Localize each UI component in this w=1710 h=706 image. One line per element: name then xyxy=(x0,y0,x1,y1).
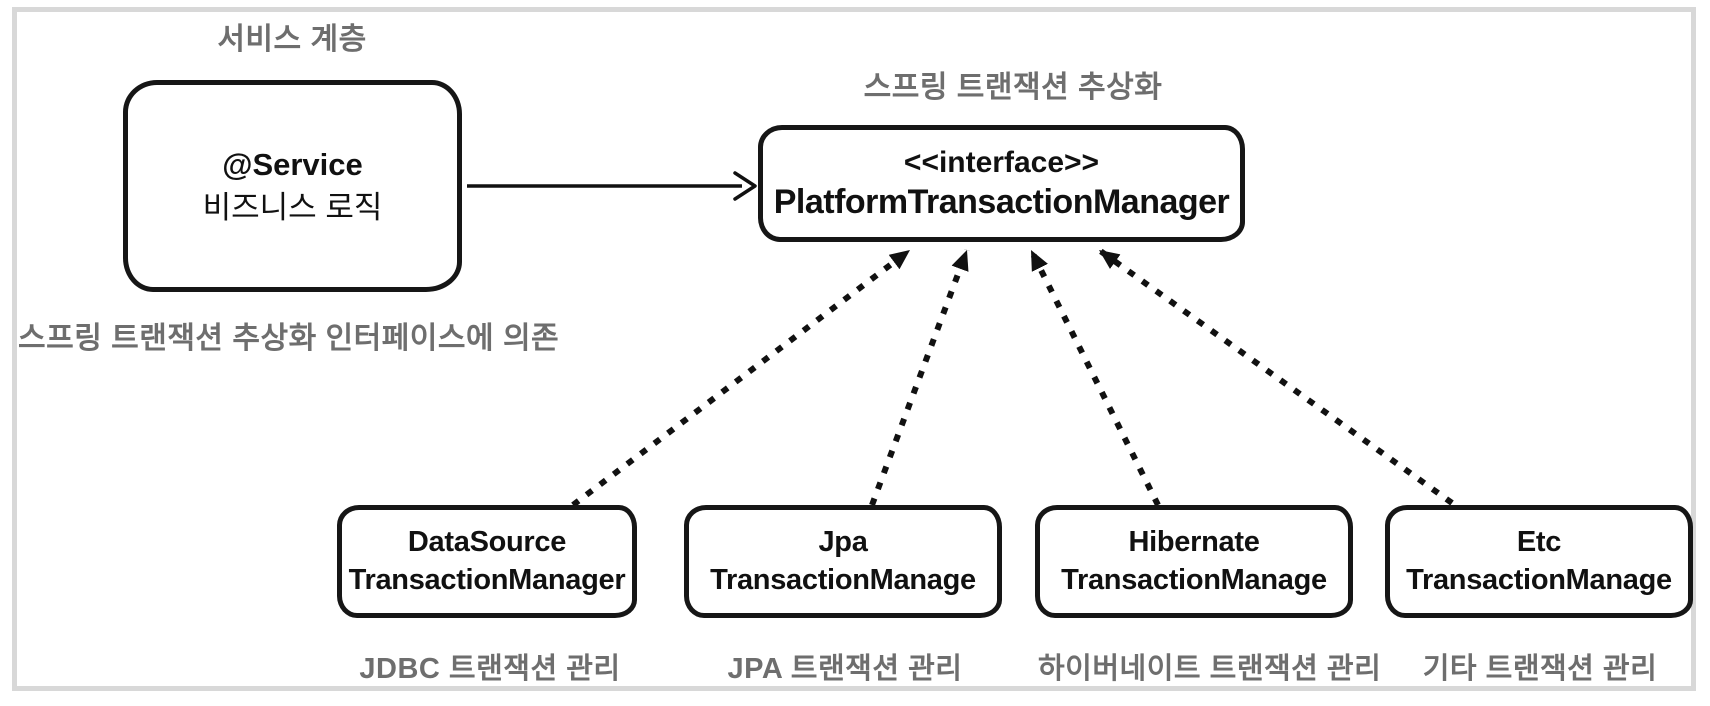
service-box-description: 비즈니스 로직 xyxy=(202,190,383,225)
etc-caption: 기타 트랜잭션 관리 xyxy=(1422,653,1658,685)
etc-transaction-manager-box: Etc TransactionManage xyxy=(1385,505,1693,618)
interface-stereotype: <<interface>> xyxy=(903,145,1100,179)
hibernate-caption: 하이버네이트 트랜잭션 관리 xyxy=(1038,653,1382,685)
hibernate-transaction-manager-box: Hibernate TransactionManage xyxy=(1035,505,1353,618)
impl-box-line1: Etc xyxy=(1516,525,1562,558)
interface-name: PlatformTransactionManager xyxy=(773,183,1230,221)
dependency-note-label: 스프링 트랜잭션 추상화 인터페이스에 의존 xyxy=(18,322,560,355)
jpa-realization-arrow xyxy=(869,248,970,507)
service-box: @Service 비즈니스 로직 xyxy=(123,80,462,292)
impl-box-line2: TransactionManage xyxy=(1061,563,1327,596)
impl-box-line2: TransactionManager xyxy=(348,563,626,596)
platform-transaction-manager-box: <<interface>> PlatformTransactionManager xyxy=(758,125,1245,242)
impl-box-line1: DataSource xyxy=(407,525,567,558)
service-to-interface-arrowhead xyxy=(733,171,757,201)
jpa-transaction-manager-box: Jpa TransactionManage xyxy=(684,505,1002,618)
impl-box-line1: Jpa xyxy=(818,525,868,558)
hibernate-realization-arrow xyxy=(1028,248,1161,507)
jpa-caption: JPA 트랜잭션 관리 xyxy=(727,653,963,685)
diagram-frame xyxy=(12,7,1696,691)
service-box-annotation: @Service xyxy=(222,146,363,182)
impl-box-line2: TransactionManage xyxy=(1406,563,1672,596)
impl-box-line2: TransactionManage xyxy=(710,563,976,596)
impl-box-line1: Hibernate xyxy=(1128,525,1260,558)
datasource-transaction-manager-box: DataSource TransactionManager xyxy=(337,505,637,618)
jdbc-caption: JDBC 트랜잭션 관리 xyxy=(359,653,621,685)
service-layer-label: 서비스 계층 xyxy=(217,23,367,56)
etc-realization-arrow xyxy=(1097,247,1454,506)
datasource-realization-arrow xyxy=(571,247,912,508)
spring-transaction-abstraction-label: 스프링 트랜잭션 추상화 xyxy=(863,71,1163,104)
